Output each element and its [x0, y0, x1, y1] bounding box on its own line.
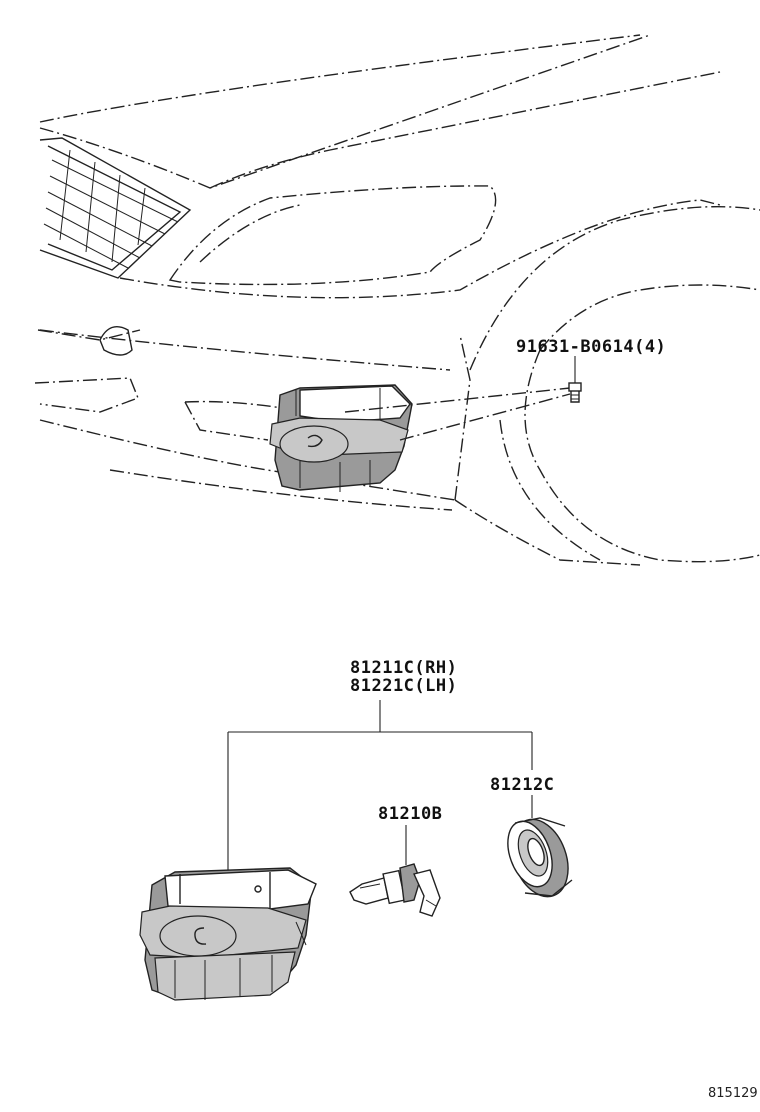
vehicle-front-outline: [34, 34, 760, 566]
headlamp: [168, 185, 497, 286]
emblem: [99, 326, 133, 356]
screw-part: [568, 356, 582, 403]
diagram-id: 815129: [708, 1086, 758, 1101]
screw-label: 91631-B0614(4): [516, 337, 666, 357]
grille: [43, 149, 179, 269]
bulb-part: [349, 863, 441, 917]
cover-label: 81212C: [490, 775, 554, 795]
installed-fog-lamp: [269, 384, 571, 492]
fog-lamp-assembly: [139, 867, 317, 1001]
part-leader-lines: [227, 700, 533, 880]
wheel-arch: [469, 205, 760, 371]
bulb-label: 81210B: [378, 804, 442, 824]
cover-part: [507, 817, 573, 898]
fog-lamp-lh-label: 81221C(LH): [350, 676, 457, 696]
fog-lamp-rh-label: 81211C(RH): [350, 658, 457, 678]
